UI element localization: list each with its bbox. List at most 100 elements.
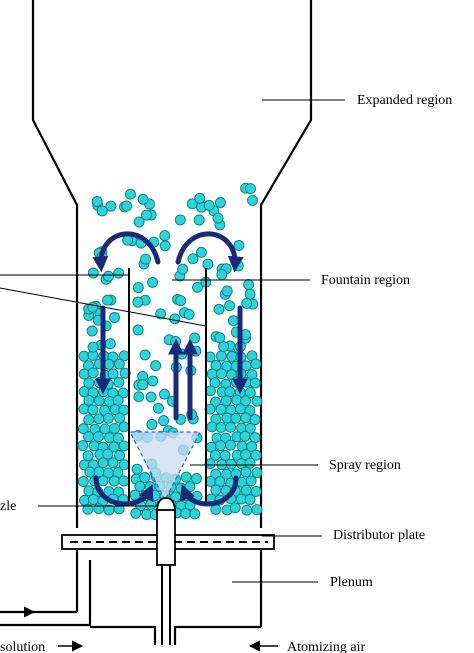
particle xyxy=(187,253,199,265)
particle xyxy=(220,395,232,407)
particle xyxy=(140,253,152,265)
particle xyxy=(118,475,130,487)
particle xyxy=(213,303,225,315)
particle xyxy=(150,360,162,372)
nozzle-head xyxy=(156,497,176,513)
particle xyxy=(221,285,233,297)
particle xyxy=(158,415,170,427)
particle xyxy=(225,439,237,451)
particle xyxy=(97,457,109,469)
particle xyxy=(113,376,125,388)
particle xyxy=(133,391,145,403)
bottom-arrow-left xyxy=(93,475,154,507)
plenum-bottom-right xyxy=(173,625,261,645)
particle xyxy=(230,412,242,424)
particle xyxy=(233,239,245,251)
particle xyxy=(78,350,90,362)
particle xyxy=(114,412,126,424)
particle xyxy=(214,440,226,452)
particle xyxy=(108,475,120,487)
particle xyxy=(87,367,99,379)
particle xyxy=(210,484,222,496)
particle xyxy=(77,476,89,487)
particle xyxy=(102,294,114,306)
particle xyxy=(240,412,252,424)
particle xyxy=(240,395,252,407)
particle xyxy=(216,269,228,281)
particle xyxy=(224,300,236,312)
particle xyxy=(192,281,203,293)
spray-nozzle xyxy=(156,497,176,645)
particle xyxy=(130,507,142,519)
leader-left-2 xyxy=(0,287,207,327)
particle xyxy=(244,422,256,434)
particle xyxy=(180,471,192,483)
particle xyxy=(210,396,221,408)
label-nozzle: zle xyxy=(0,499,16,514)
particle xyxy=(206,421,218,433)
particle xyxy=(137,379,149,391)
particle xyxy=(194,192,206,204)
particle xyxy=(243,279,255,290)
particle xyxy=(251,467,263,479)
particle xyxy=(245,475,257,487)
particle xyxy=(118,440,130,452)
particle xyxy=(137,193,149,205)
particle xyxy=(131,463,143,475)
particle xyxy=(215,403,227,415)
particle xyxy=(83,431,95,443)
particle xyxy=(96,205,108,217)
particle xyxy=(235,403,247,415)
particle xyxy=(227,315,239,327)
particle xyxy=(159,230,171,242)
particle xyxy=(82,450,94,462)
particle xyxy=(183,308,195,320)
particle xyxy=(107,368,119,380)
particle xyxy=(132,296,144,308)
plenum-bottom-left xyxy=(90,625,157,645)
label-spray-region: Spray region xyxy=(329,458,401,473)
particle xyxy=(245,183,256,195)
particle xyxy=(87,404,99,416)
particle xyxy=(132,324,144,336)
particle xyxy=(240,466,252,478)
particle xyxy=(189,508,201,520)
particle xyxy=(139,349,151,361)
particle xyxy=(83,414,95,426)
particle xyxy=(113,267,125,279)
particle xyxy=(92,431,104,443)
particle xyxy=(112,432,124,444)
particle xyxy=(125,188,136,200)
particle xyxy=(146,418,158,430)
particle xyxy=(77,423,89,435)
particle xyxy=(109,422,121,434)
particle xyxy=(250,358,262,370)
particle xyxy=(118,421,130,433)
particle xyxy=(249,377,261,389)
particle xyxy=(145,498,157,510)
plenum-wall xyxy=(75,550,263,627)
particle xyxy=(147,276,159,288)
particle xyxy=(189,332,201,344)
particle xyxy=(152,402,164,414)
fountain-arrow-right-outer xyxy=(175,231,244,273)
particle xyxy=(145,391,157,403)
particle xyxy=(102,412,114,424)
particle xyxy=(86,325,98,337)
particle xyxy=(193,214,205,226)
particle xyxy=(132,282,144,294)
particle xyxy=(87,267,99,279)
particle xyxy=(244,457,256,469)
particle xyxy=(251,395,263,407)
nozzle-inner-pipe xyxy=(161,565,171,645)
particle xyxy=(244,494,256,505)
particle xyxy=(121,200,133,212)
label-fountain-region: Fountain region xyxy=(321,273,410,288)
particle xyxy=(240,376,252,388)
particle xyxy=(113,358,125,370)
particle xyxy=(119,367,131,379)
particle xyxy=(87,494,99,506)
particle xyxy=(159,388,170,400)
